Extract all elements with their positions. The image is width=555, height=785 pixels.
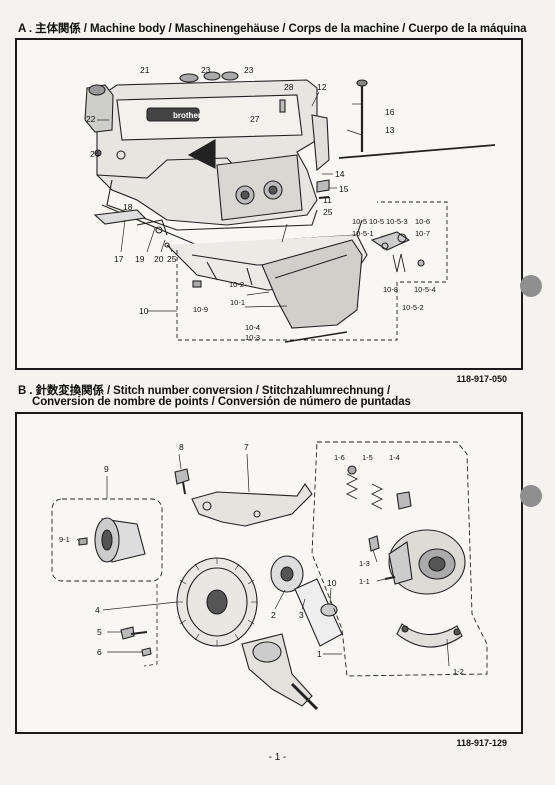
machine-body-diagram: brother 21 23 23 22 28 12 16: [84, 65, 496, 343]
label-18: 18: [123, 202, 133, 212]
label-25a: 25: [323, 207, 333, 217]
label-10-4: 10-4: [245, 323, 260, 332]
label-5: 5: [97, 627, 102, 637]
label-11: 11: [323, 195, 332, 205]
label-10-5-1: 10-5-1: [352, 229, 374, 238]
section-b-heading-line1: B . 針数変換関係 / Stitch number conversion / …: [18, 385, 391, 397]
label-6: 6: [97, 647, 102, 657]
label-10-5-3: 10-5-3: [386, 217, 408, 226]
label-16: 16: [385, 107, 395, 117]
label-4: 4: [95, 605, 100, 615]
label-2: 2: [271, 610, 276, 620]
section-a-heading: A . 主体関係 / Machine body / Maschinengehäu…: [18, 23, 527, 35]
page-number: - 1 -: [268, 752, 287, 763]
binder-hole-top: [520, 275, 542, 297]
label-1-1: 1-1: [359, 577, 370, 586]
label-1-5: 1-5: [362, 453, 373, 462]
label-1-3: 1-3: [359, 559, 370, 568]
label-13: 13: [385, 125, 395, 135]
label-19: 19: [135, 254, 145, 264]
label-10-9: 10-9: [193, 305, 208, 314]
stitch-conversion-diagram-frame: 8 7 9 9-1 1-6 1-5 1-4 1-3 1-1 2 3 10 4 5…: [15, 412, 523, 734]
label-9-1: 9-1: [59, 535, 70, 544]
label-22: 22: [86, 114, 96, 124]
label-1-6: 1-6: [334, 453, 345, 462]
label-10-5-b: 10-5: [369, 217, 384, 226]
label-27: 27: [250, 114, 260, 124]
label-10-7: 10-7: [415, 229, 430, 238]
label-1-4: 1-4: [389, 453, 400, 462]
binder-hole-bottom: [520, 485, 542, 507]
label-23b: 23: [244, 65, 254, 75]
label-15: 15: [339, 184, 349, 194]
section-a-part-number: 118-917-050: [456, 374, 507, 384]
label-20: 20: [154, 254, 164, 264]
label-10: 10: [327, 578, 337, 588]
label-24: 24: [90, 149, 100, 159]
label-10-8: 10-8: [383, 285, 398, 294]
label-28: 28: [284, 82, 294, 92]
label-14: 14: [335, 169, 345, 179]
label-10-1: 10-1: [230, 298, 245, 307]
label-10-5-4: 10-5-4: [414, 285, 436, 294]
stitch-conversion-diagram: 8 7 9 9-1 1-6 1-5 1-4 1-3 1-1 2 3 10 4 5…: [51, 441, 488, 711]
brand-plate-label: brother: [173, 111, 201, 120]
label-10-5-2: 10-5-2: [402, 303, 424, 312]
label-10-6: 10-6: [415, 217, 430, 226]
label-7: 7: [244, 442, 249, 452]
section-b-part-number: 118-917-129: [456, 738, 507, 748]
label-3: 3: [299, 610, 304, 620]
label-8: 8: [179, 442, 184, 452]
label-12: 12: [317, 82, 327, 92]
label-25b: 25: [167, 254, 177, 264]
label-10-3: 10-3: [245, 333, 260, 342]
section-b-heading-line2: Conversion de nombre de points / Convers…: [32, 396, 411, 408]
label-10-2: 10-2: [229, 280, 244, 289]
label-21: 21: [140, 65, 150, 75]
label-1-2: 1-2: [453, 667, 464, 676]
label-1: 1: [317, 649, 322, 659]
label-10: 10: [139, 306, 149, 316]
label-9: 9: [104, 464, 109, 474]
label-17: 17: [114, 254, 124, 264]
label-23a: 23: [201, 65, 211, 75]
machine-body-diagram-frame: brother 21 23 23 22 28 12 16: [15, 38, 523, 370]
label-10-5-a: 10-5: [352, 217, 367, 226]
